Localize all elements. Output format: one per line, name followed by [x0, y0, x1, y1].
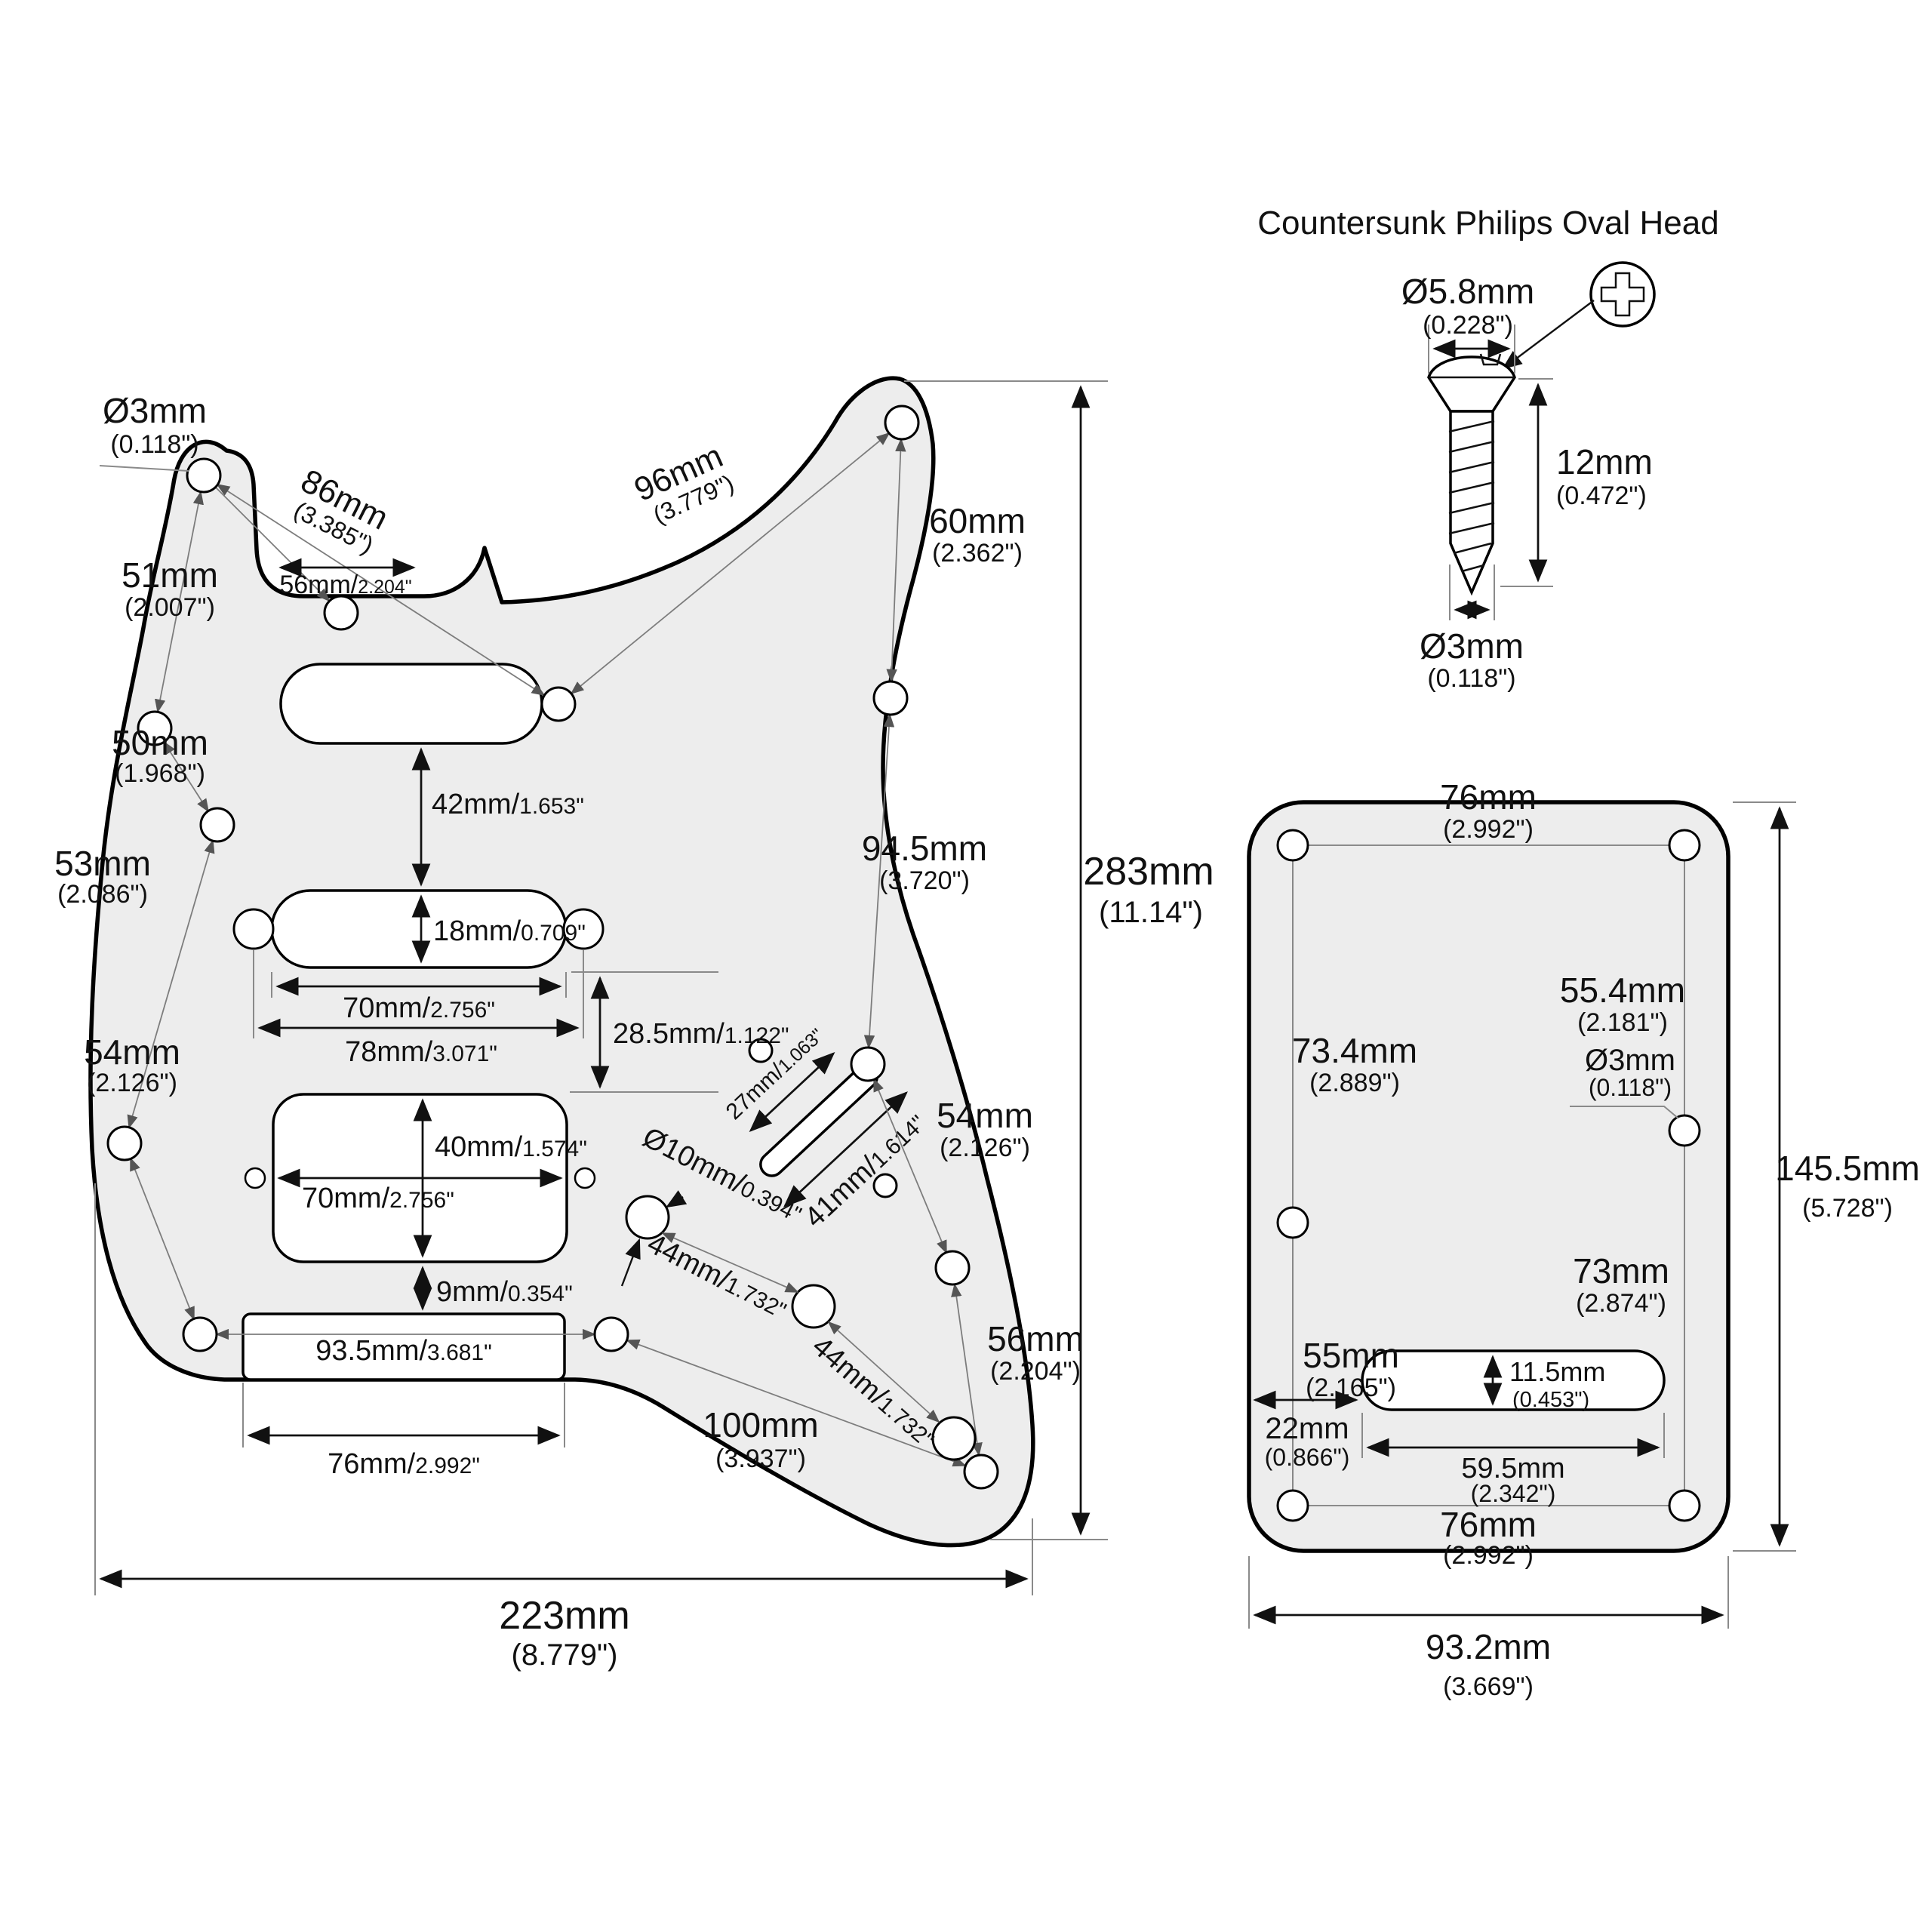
dim-223mm-inches: (8.779"): [512, 1638, 618, 1672]
dim-50mm-inches: (1.968"): [115, 759, 205, 788]
dim-96mm-group: 96mm (3.779"): [629, 438, 737, 529]
dim-51mm-inches: (2.007"): [125, 593, 215, 622]
back-plate-hole-lines: [1292, 844, 1685, 1506]
bp-top-76mm-label: 76mm: [1440, 777, 1537, 817]
dim-60mm-inches: (2.362"): [932, 539, 1023, 568]
bp-55-4mm-inches: (2.181"): [1577, 1008, 1668, 1037]
bp-55-4mm-label: 55.4mm: [1560, 971, 1685, 1010]
phillips-head-icon: [1589, 261, 1656, 328]
bp-73-4mm-inches: (2.889"): [1309, 1069, 1400, 1097]
dim-9mm-label: 9mm/0.354": [436, 1276, 573, 1308]
dim-18mm-label: 18mm/0.709": [433, 915, 586, 947]
bp-59-5mm-inches: (2.342"): [1471, 1480, 1556, 1507]
pot-span-44b-line: [827, 1321, 940, 1423]
dim-223mm-label: 223mm: [499, 1594, 629, 1638]
dim-60mm-label: 60mm: [929, 501, 1026, 540]
back-plate-screw-holes: [1276, 829, 1701, 1522]
dim-283mm-inches: (11.14"): [1099, 896, 1203, 929]
tone1-pot-hole: [791, 1284, 836, 1329]
screw-shank: [1449, 410, 1494, 596]
bp-59-5mm-label: 59.5mm: [1461, 1453, 1564, 1484]
bp-width-label: 93.2mm: [1426, 1627, 1551, 1666]
screw-shank-diameter-inches: (0.118"): [1427, 664, 1515, 693]
dim-70mm-middle-label: 70mm/2.756": [343, 992, 495, 1024]
pickguard-dimension-arrows: [99, 385, 1091, 1589]
dim-54mm-left-label: 54mm: [84, 1032, 180, 1072]
dim-70mm-humbucker-label: 70mm/2.756": [302, 1183, 454, 1214]
dim-53mm-label: 53mm: [54, 844, 151, 883]
bp-73mm-label: 73mm: [1573, 1251, 1669, 1291]
dim-93-5mm-label: 93.5mm/3.681": [315, 1335, 492, 1367]
screw-shank-diameter-label: Ø3mm: [1420, 626, 1524, 666]
screw-length-label: 12mm: [1556, 442, 1653, 481]
tone2-pot-hole: [931, 1416, 977, 1461]
middle-pickup-screw-hole-right: [562, 908, 605, 950]
dim-50mm-label: 50mm: [112, 723, 208, 762]
dim-54mm-left-inches: (2.126"): [87, 1069, 177, 1097]
dim-54mm-right-label: 54mm: [937, 1096, 1033, 1135]
bp-11-5mm-inches: (0.453"): [1512, 1388, 1589, 1412]
dim-56mm-neck-label: 56mm/2.204": [279, 571, 411, 599]
screw-threads: [1448, 420, 1495, 573]
dim-hole-diameter-label: Ø3mm: [103, 391, 207, 430]
bp-55mm-inches: (2.165"): [1306, 1374, 1396, 1402]
screw-hole-chain-lines: [127, 432, 983, 1467]
screw-length-inches: (0.472"): [1556, 481, 1647, 510]
dim-53mm-inches: (2.086"): [57, 880, 148, 909]
pickguard-extension-lines: [94, 380, 1108, 1595]
pickguard-drawing: 27mm/1.063" 41mm/1.614": [54, 376, 1214, 1672]
dim-56mm-right-label: 56mm: [987, 1319, 1084, 1358]
bp-hole-diameter-inches: (0.118"): [1589, 1074, 1672, 1101]
bp-55mm-label: 55mm: [1303, 1336, 1399, 1375]
middle-pickup-screw-hole-left: [232, 908, 275, 950]
screw-detail-drawing: Countersunk Philips Oval Head Ø5.8mm (0.…: [1257, 205, 1718, 693]
bp-11-5mm-label: 11.5mm: [1509, 1356, 1605, 1387]
dim-283mm-label: 283mm: [1083, 850, 1214, 894]
dim-94-5mm-label: 94.5mm: [862, 829, 987, 868]
screw-head-diameter-inches: (0.228"): [1423, 311, 1513, 340]
bp-bottom-76mm-inches: (2.992"): [1443, 1541, 1534, 1570]
dim-54mm-right-inches: (2.126"): [940, 1134, 1030, 1162]
pot-span-44a-line: [661, 1232, 799, 1293]
dim-56mm-right-inches: (2.204"): [990, 1357, 1081, 1386]
bp-22mm-inches: (0.866"): [1265, 1444, 1350, 1471]
screw-head-diameter-label: Ø5.8mm: [1401, 272, 1534, 311]
dim-86mm-group: 86mm (3.385"): [290, 463, 394, 559]
bp-22mm-label: 22mm: [1265, 1412, 1349, 1445]
screw-head-slot-notch: [1479, 353, 1502, 366]
bp-height-inches: (5.728"): [1802, 1194, 1893, 1223]
screw-detail-title: Countersunk Philips Oval Head: [1257, 205, 1718, 242]
dim-94-5mm-inches: (3.720"): [879, 866, 970, 895]
dim-76mm-trem-label: 76mm/2.992": [328, 1448, 480, 1480]
screw-head-profile: [1427, 355, 1516, 413]
dim-40mm-label: 40mm/1.574": [435, 1131, 587, 1163]
bp-top-76mm-inches: (2.992"): [1443, 815, 1534, 844]
dim-hole-diameter-inches: (0.118"): [110, 430, 198, 459]
bp-height-label: 145.5mm: [1775, 1149, 1920, 1188]
bp-width-inches: (3.669"): [1443, 1672, 1534, 1701]
bp-73-4mm-label: 73.4mm: [1292, 1031, 1417, 1070]
humbucker-ring-hole-left: [244, 1167, 266, 1189]
neck-pickup-slot: [279, 663, 543, 745]
bp-hole-diameter-label: Ø3mm: [1585, 1044, 1675, 1077]
humbucker-ring-hole-right: [574, 1167, 596, 1189]
dim-42mm-label: 42mm/1.653": [432, 789, 584, 820]
dim-28-5mm-label: 28.5mm/1.122": [613, 1018, 789, 1050]
volume-pot-hole: [625, 1195, 670, 1240]
dim-78mm-label: 78mm/3.071": [345, 1036, 497, 1068]
switch-screw-hole-upper: [748, 1038, 774, 1063]
pickguard-screw-holes: [106, 405, 999, 1490]
dim-51mm-label: 51mm: [122, 555, 218, 595]
back-plate-drawing: 76mm (2.992") 73.4mm (2.889") 55.4mm (2.…: [1247, 777, 1920, 1701]
switch-screw-hole-lower: [872, 1173, 898, 1198]
phillips-cross-icon: [1600, 272, 1645, 317]
string-access-slot: [1361, 1349, 1666, 1411]
back-plate-hole-leader: [1570, 1106, 1679, 1119]
phillips-leader-line: [1502, 300, 1595, 370]
bp-bottom-76mm-label: 76mm: [1440, 1505, 1537, 1544]
dim-100mm-inches: (3.937"): [715, 1444, 806, 1473]
dim-100mm-label: 100mm: [703, 1405, 818, 1444]
bp-73mm-inches: (2.874"): [1576, 1289, 1666, 1318]
